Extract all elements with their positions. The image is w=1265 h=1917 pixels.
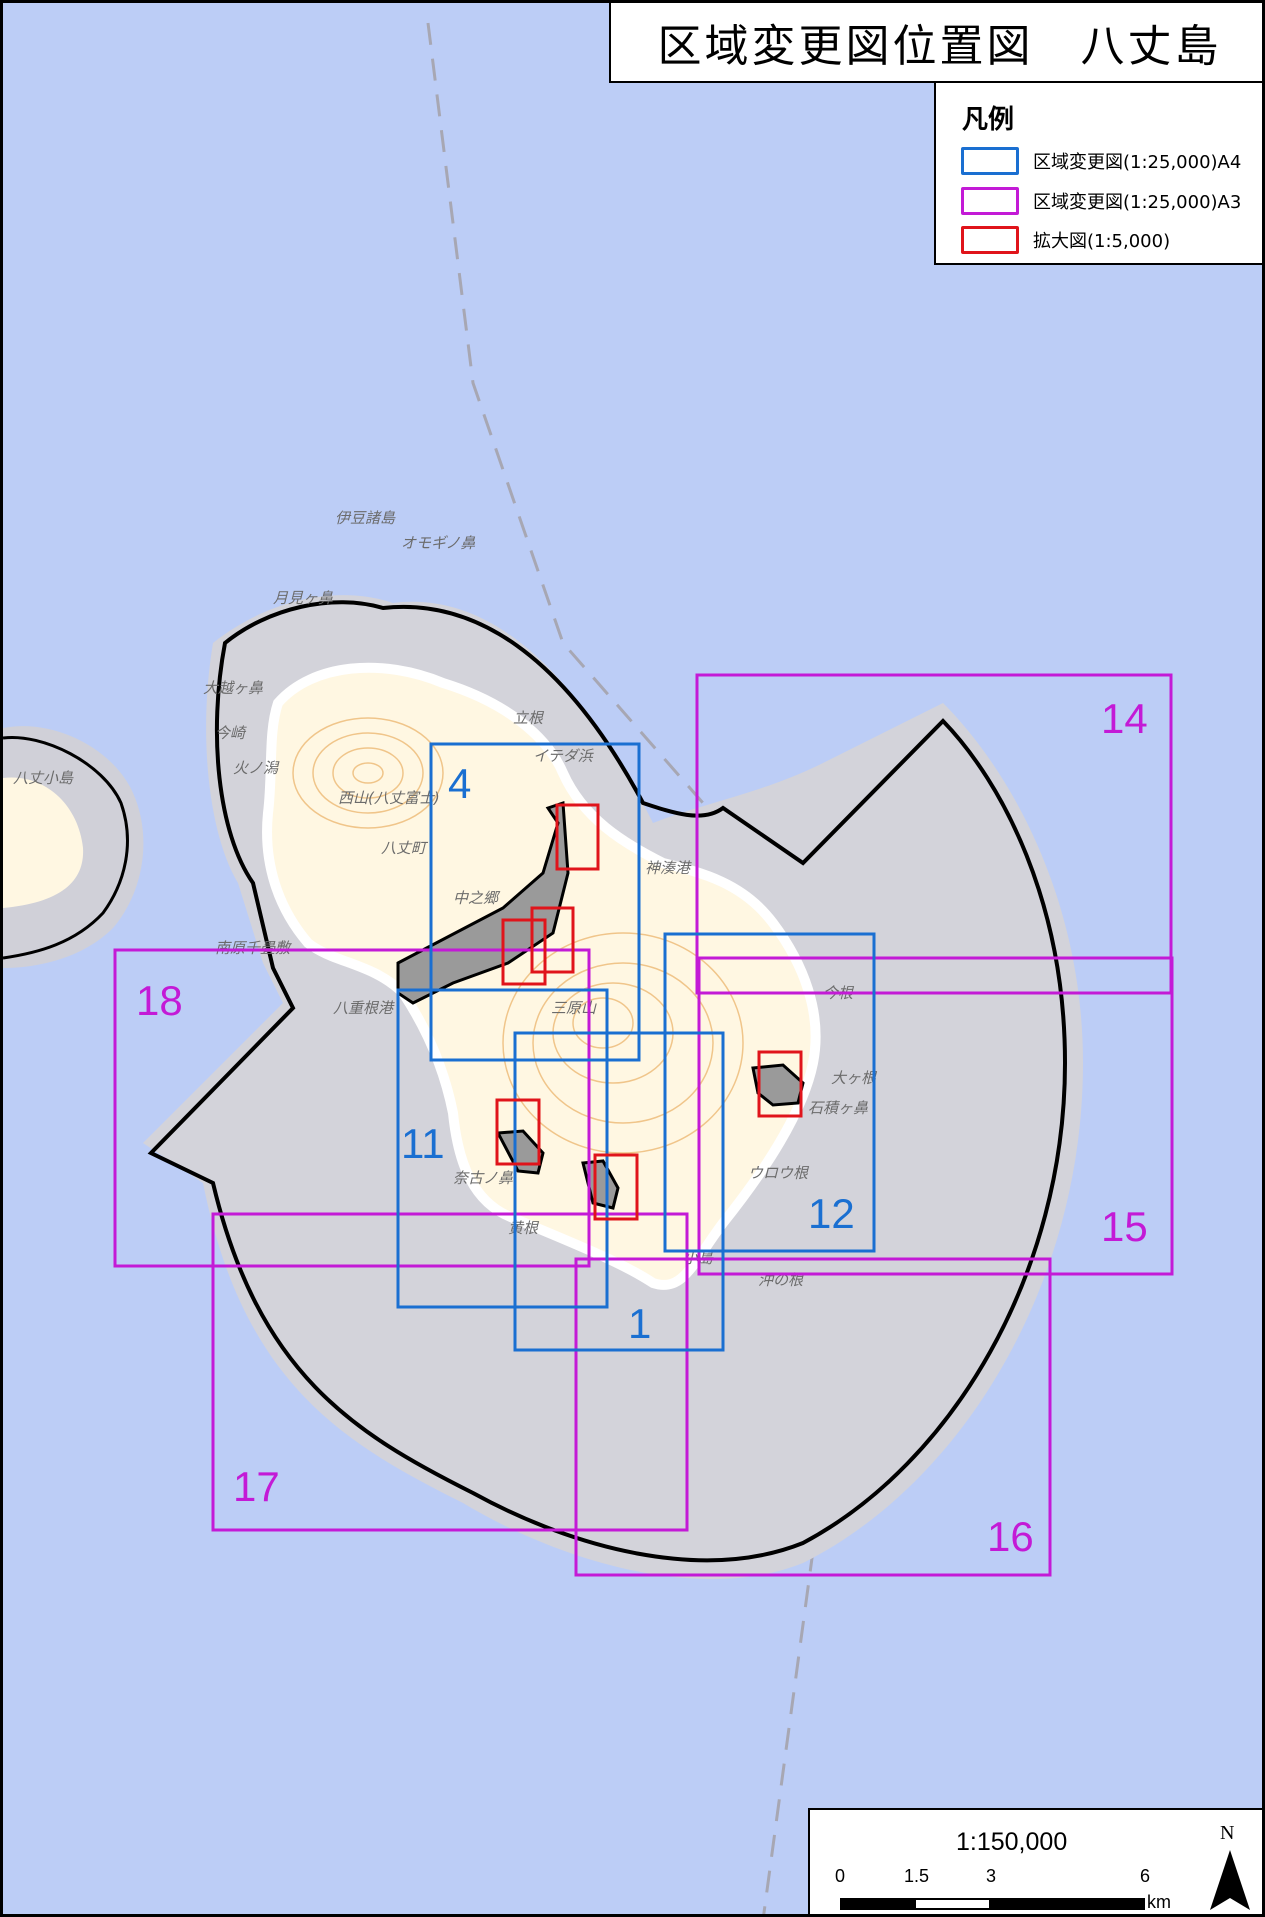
- scale-tick-0: 0: [835, 1866, 846, 1886]
- legend-label-a3: 区域変更図(1:25,000)A3: [1033, 192, 1242, 213]
- place-name: 立根: [513, 709, 545, 727]
- enlarged-frame-south[interactable]: [593, 1153, 639, 1221]
- place-name: 今崎: [215, 724, 247, 742]
- sheet-number-18: 18: [136, 977, 183, 1024]
- scale-segment-1: [840, 1898, 916, 1910]
- place-name: 西山(八丈富士): [338, 789, 440, 807]
- sheet-number-16: 16: [987, 1513, 1034, 1560]
- place-name: オモギノ鼻: [401, 534, 475, 552]
- place-name: 月見ヶ鼻: [273, 589, 333, 607]
- place-name: ウロウ根: [748, 1164, 810, 1182]
- sheet-number-11: 11: [401, 1120, 445, 1167]
- place-name: 神湊港: [645, 859, 692, 877]
- scale-unit: km: [1147, 1892, 1171, 1912]
- sheet-numbers: 4 11 1 12 14 15 16 17 18: [136, 695, 1148, 1560]
- north-label: N: [1220, 1822, 1235, 1844]
- legend-item-a3: 区域変更図(1:25,000)A3: [961, 185, 1241, 217]
- sheet-frame-18[interactable]: [113, 948, 591, 1268]
- place-name: 奈古ノ鼻: [453, 1169, 513, 1187]
- sheet-frame-12[interactable]: [663, 932, 876, 1253]
- scale-tick-3: 3: [986, 1866, 997, 1886]
- enlarged-frames: [495, 803, 803, 1221]
- enlarged-frame-town-b[interactable]: [501, 918, 547, 986]
- scale-bar-box: 1:150,000 0 1.5 3 6 km N: [808, 1808, 1262, 1914]
- legend-swatch-enlarged: [961, 226, 1019, 254]
- place-name: イテダ浜: [533, 747, 595, 765]
- legend-swatch-a4: [961, 147, 1019, 175]
- legend: 凡例 区域変更図(1:25,000)A4 区域変更図(1:25,000)A3 拡…: [934, 83, 1262, 265]
- legend-label-enlarged: 拡大図(1:5,000): [1033, 231, 1171, 252]
- sheet-number-15: 15: [1101, 1203, 1148, 1250]
- place-name: 大ヶ根: [831, 1069, 878, 1087]
- a3-frames: [113, 673, 1174, 1577]
- enlarged-frame-north[interactable]: [555, 803, 600, 871]
- scale-tick-6: 6: [1140, 1866, 1151, 1886]
- place-name: 八丈小島: [13, 769, 74, 787]
- place-name: 大越ヶ鼻: [203, 679, 263, 697]
- place-name: 黄根: [508, 1219, 540, 1237]
- sheet-frame-15[interactable]: [697, 956, 1174, 1276]
- sheet-number-17: 17: [233, 1463, 280, 1510]
- scale-segment-2: [914, 1898, 991, 1910]
- place-name: 南原千畳敷: [215, 939, 292, 957]
- place-name: 中之郷: [453, 889, 501, 907]
- left-island-boundary: [3, 735, 129, 960]
- scale-ratio: 1:150,000: [956, 1828, 1068, 1856]
- sheet-frame-11[interactable]: [396, 988, 609, 1309]
- legend-label-a4: 区域変更図(1:25,000)A4: [1033, 152, 1242, 173]
- map-title: 区域変更図位置図 八丈島: [657, 21, 1222, 72]
- legend-title: 凡例: [962, 105, 1015, 135]
- map-title-box: 区域変更図位置図 八丈島: [609, 3, 1262, 83]
- sheet-number-14: 14: [1101, 695, 1148, 742]
- place-name: 伊豆諸島: [335, 509, 396, 527]
- place-name: 八重根港: [333, 999, 395, 1017]
- sheet-frame-4[interactable]: [429, 742, 641, 1062]
- place-name: 三原山: [551, 999, 597, 1017]
- place-name: 石積ヶ鼻: [808, 1099, 868, 1117]
- district-boundary: [147, 600, 1068, 1563]
- north-arrow-icon: [1210, 1850, 1250, 1910]
- sheet-number-12: 12: [808, 1190, 855, 1237]
- sheet-frame-16[interactable]: [574, 1257, 1052, 1577]
- enlarged-frame-southwest[interactable]: [495, 1098, 541, 1166]
- enlarged-frame-east[interactable]: [757, 1050, 803, 1118]
- left-island-land: [3, 777, 84, 908]
- enlarged-frame-town-a[interactable]: [530, 906, 575, 974]
- place-name: 八丈町: [381, 839, 429, 857]
- sheet-frame-14[interactable]: [695, 673, 1173, 995]
- legend-swatch-a3: [961, 187, 1019, 215]
- place-name: 火ノ潟: [233, 759, 280, 777]
- scale-segment-3: [989, 1898, 1145, 1910]
- urban-area: [396, 800, 570, 1005]
- sheet-frame-17[interactable]: [211, 1212, 689, 1532]
- sheet-number-1: 1: [628, 1300, 651, 1347]
- a4-frames: [396, 742, 876, 1352]
- sheet-frame-1[interactable]: [513, 1031, 725, 1352]
- sheet-number-4: 4: [448, 760, 471, 807]
- scale-tick-1-5: 1.5: [904, 1866, 930, 1886]
- legend-item-a4: 区域変更図(1:25,000)A4: [961, 145, 1241, 177]
- legend-item-enlarged: 拡大図(1:5,000): [961, 224, 1170, 256]
